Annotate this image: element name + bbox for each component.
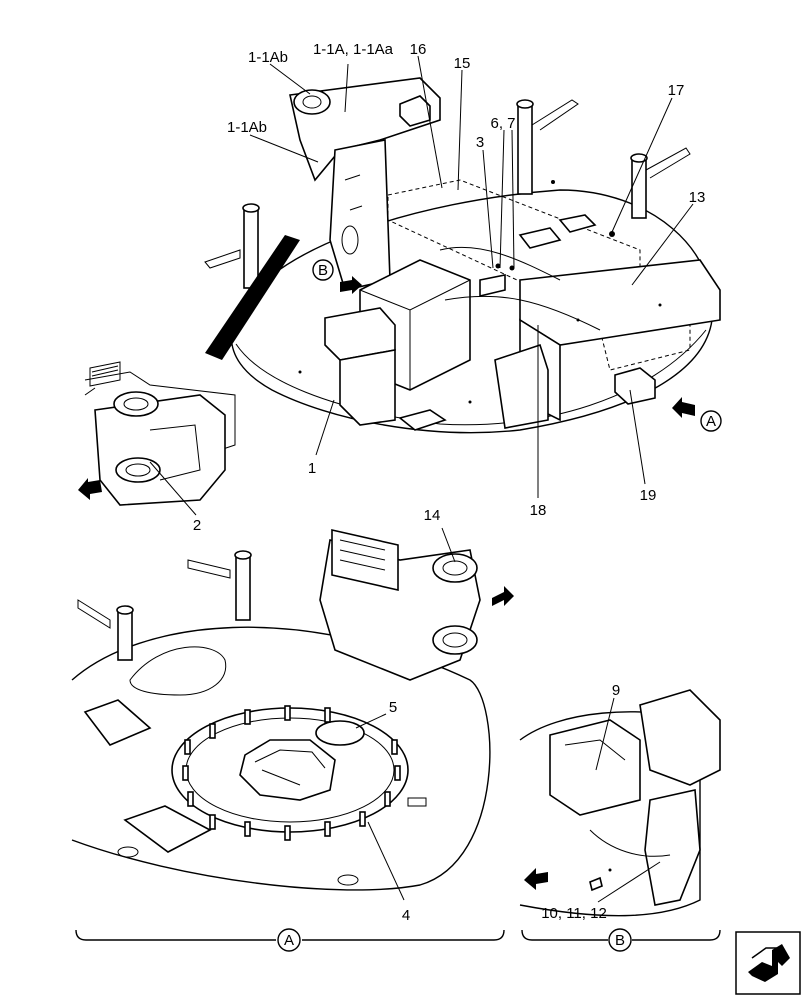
callout-6-7: 6, 7 [490,115,515,132]
callout-17: 17 [668,82,685,99]
callout-10-11-12: 10, 11, 12 [541,905,607,922]
view-a-bracket: A [75,928,505,952]
view-a-assembly [71,528,514,891]
view-b-assembly [519,689,721,917]
callout-13: 13 [689,189,706,206]
bracket-detail [78,361,236,506]
callout-9: 9 [612,682,620,699]
callout-1-1ab-top: 1-1Ab [248,49,288,66]
main-frame-assembly [204,77,721,434]
next-page-icon[interactable] [735,931,801,995]
callout-labels: 1-1Ab 1-1A, 1-1Aa 16 15 1-1Ab 6, 7 3 17 … [193,41,706,924]
view-a-arrow: A [672,397,722,432]
view-b-arrow-label: B [318,262,328,279]
view-a-arrow-label: A [706,413,716,430]
callout-19: 19 [640,487,657,504]
view-b-bracket-label: B [615,932,625,949]
view-a-bracket-label: A [284,932,294,949]
callout-3: 3 [476,134,484,151]
ring-bolts [182,705,401,841]
callout-15: 15 [454,55,471,72]
view-b-arrow: B [312,259,362,294]
leader-lines [149,55,694,903]
detail-pointer [205,235,300,360]
callout-1-1a: 1-1A, 1-1Aa [313,41,394,58]
callout-4: 4 [402,907,410,924]
callout-14: 14 [424,507,441,524]
callout-5: 5 [389,699,397,716]
callout-1: 1 [308,460,316,477]
callout-2: 2 [193,517,201,534]
view-b-bracket: B [521,928,721,952]
callout-18: 18 [530,502,547,519]
callout-16: 16 [410,41,427,58]
callout-1-1ab-left: 1-1Ab [227,119,267,136]
